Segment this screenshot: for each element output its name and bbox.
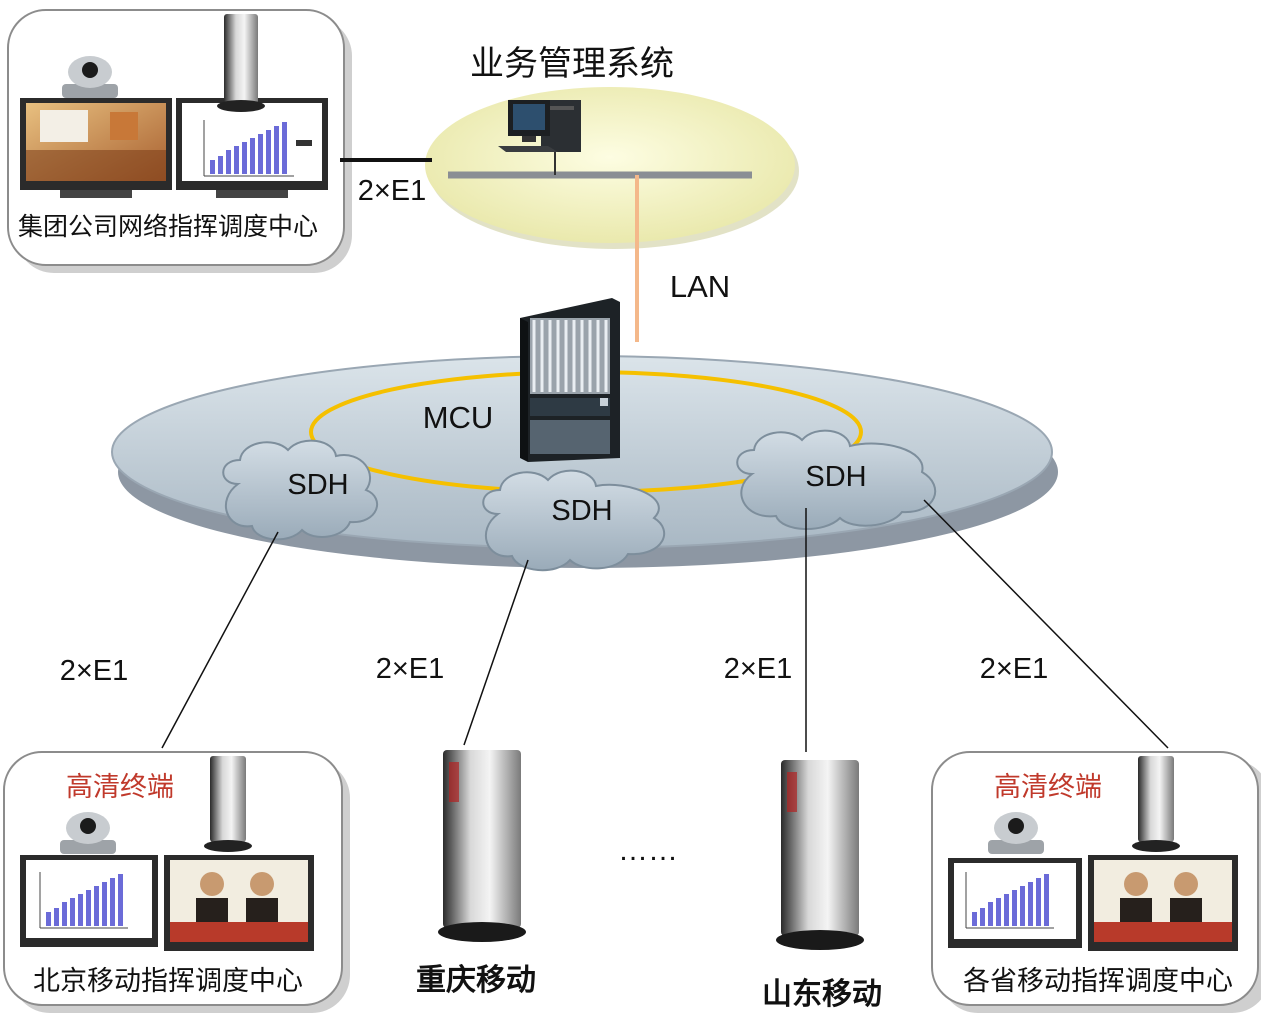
computer-icon <box>498 100 581 152</box>
mcu-label: MCU <box>423 400 494 435</box>
management-system-title: 业务管理系统 <box>470 44 674 84</box>
beijing-e1-link <box>161 531 279 749</box>
mcu-icon <box>520 298 620 462</box>
chongqing-terminal-icon <box>438 750 526 942</box>
provinces-terminal-label: 高清终端 <box>994 772 1102 803</box>
beijing-link-label: 2×E1 <box>60 655 129 687</box>
hq-link-label: 2×E1 <box>358 175 427 207</box>
provinces-equipment <box>948 756 1238 951</box>
camera-icon <box>60 812 116 854</box>
chongqing-label: 重庆移动 <box>416 963 536 998</box>
ellipsis: …… <box>618 834 678 867</box>
hd-terminal-icon <box>217 14 265 112</box>
provinces-label: 各省移动指挥调度中心 <box>963 966 1233 997</box>
chongqing-e1-link <box>463 559 529 746</box>
hq-label: 集团公司网络指挥调度中心 <box>18 212 318 241</box>
shandong-link-label: 2×E1 <box>724 653 793 685</box>
sdh-label-left: SDH <box>287 469 348 501</box>
sdh-label-middle: SDH <box>551 495 612 527</box>
camera-icon <box>988 812 1044 854</box>
sdh-label-right: SDH <box>805 461 866 493</box>
provinces-link-label: 2×E1 <box>980 653 1049 685</box>
shandong-label: 山东移动 <box>762 977 882 1012</box>
hq-equipment <box>20 14 328 198</box>
lan-label: LAN <box>670 269 730 304</box>
beijing-equipment <box>20 756 314 951</box>
hd-terminal-icon <box>1132 756 1180 852</box>
sdh-cloud-left <box>222 439 378 541</box>
camera-icon <box>62 56 118 98</box>
beijing-label: 北京移动指挥调度中心 <box>33 966 303 997</box>
hd-terminal-icon <box>204 756 252 852</box>
chongqing-link-label: 2×E1 <box>376 653 445 685</box>
provinces-e1-link <box>923 499 1169 749</box>
sdh-cloud-middle <box>482 469 666 572</box>
shandong-terminal-icon <box>776 760 864 950</box>
beijing-terminal-label: 高清终端 <box>66 772 174 803</box>
management-system-zone <box>425 87 799 249</box>
sdh-cloud-right <box>736 429 937 530</box>
